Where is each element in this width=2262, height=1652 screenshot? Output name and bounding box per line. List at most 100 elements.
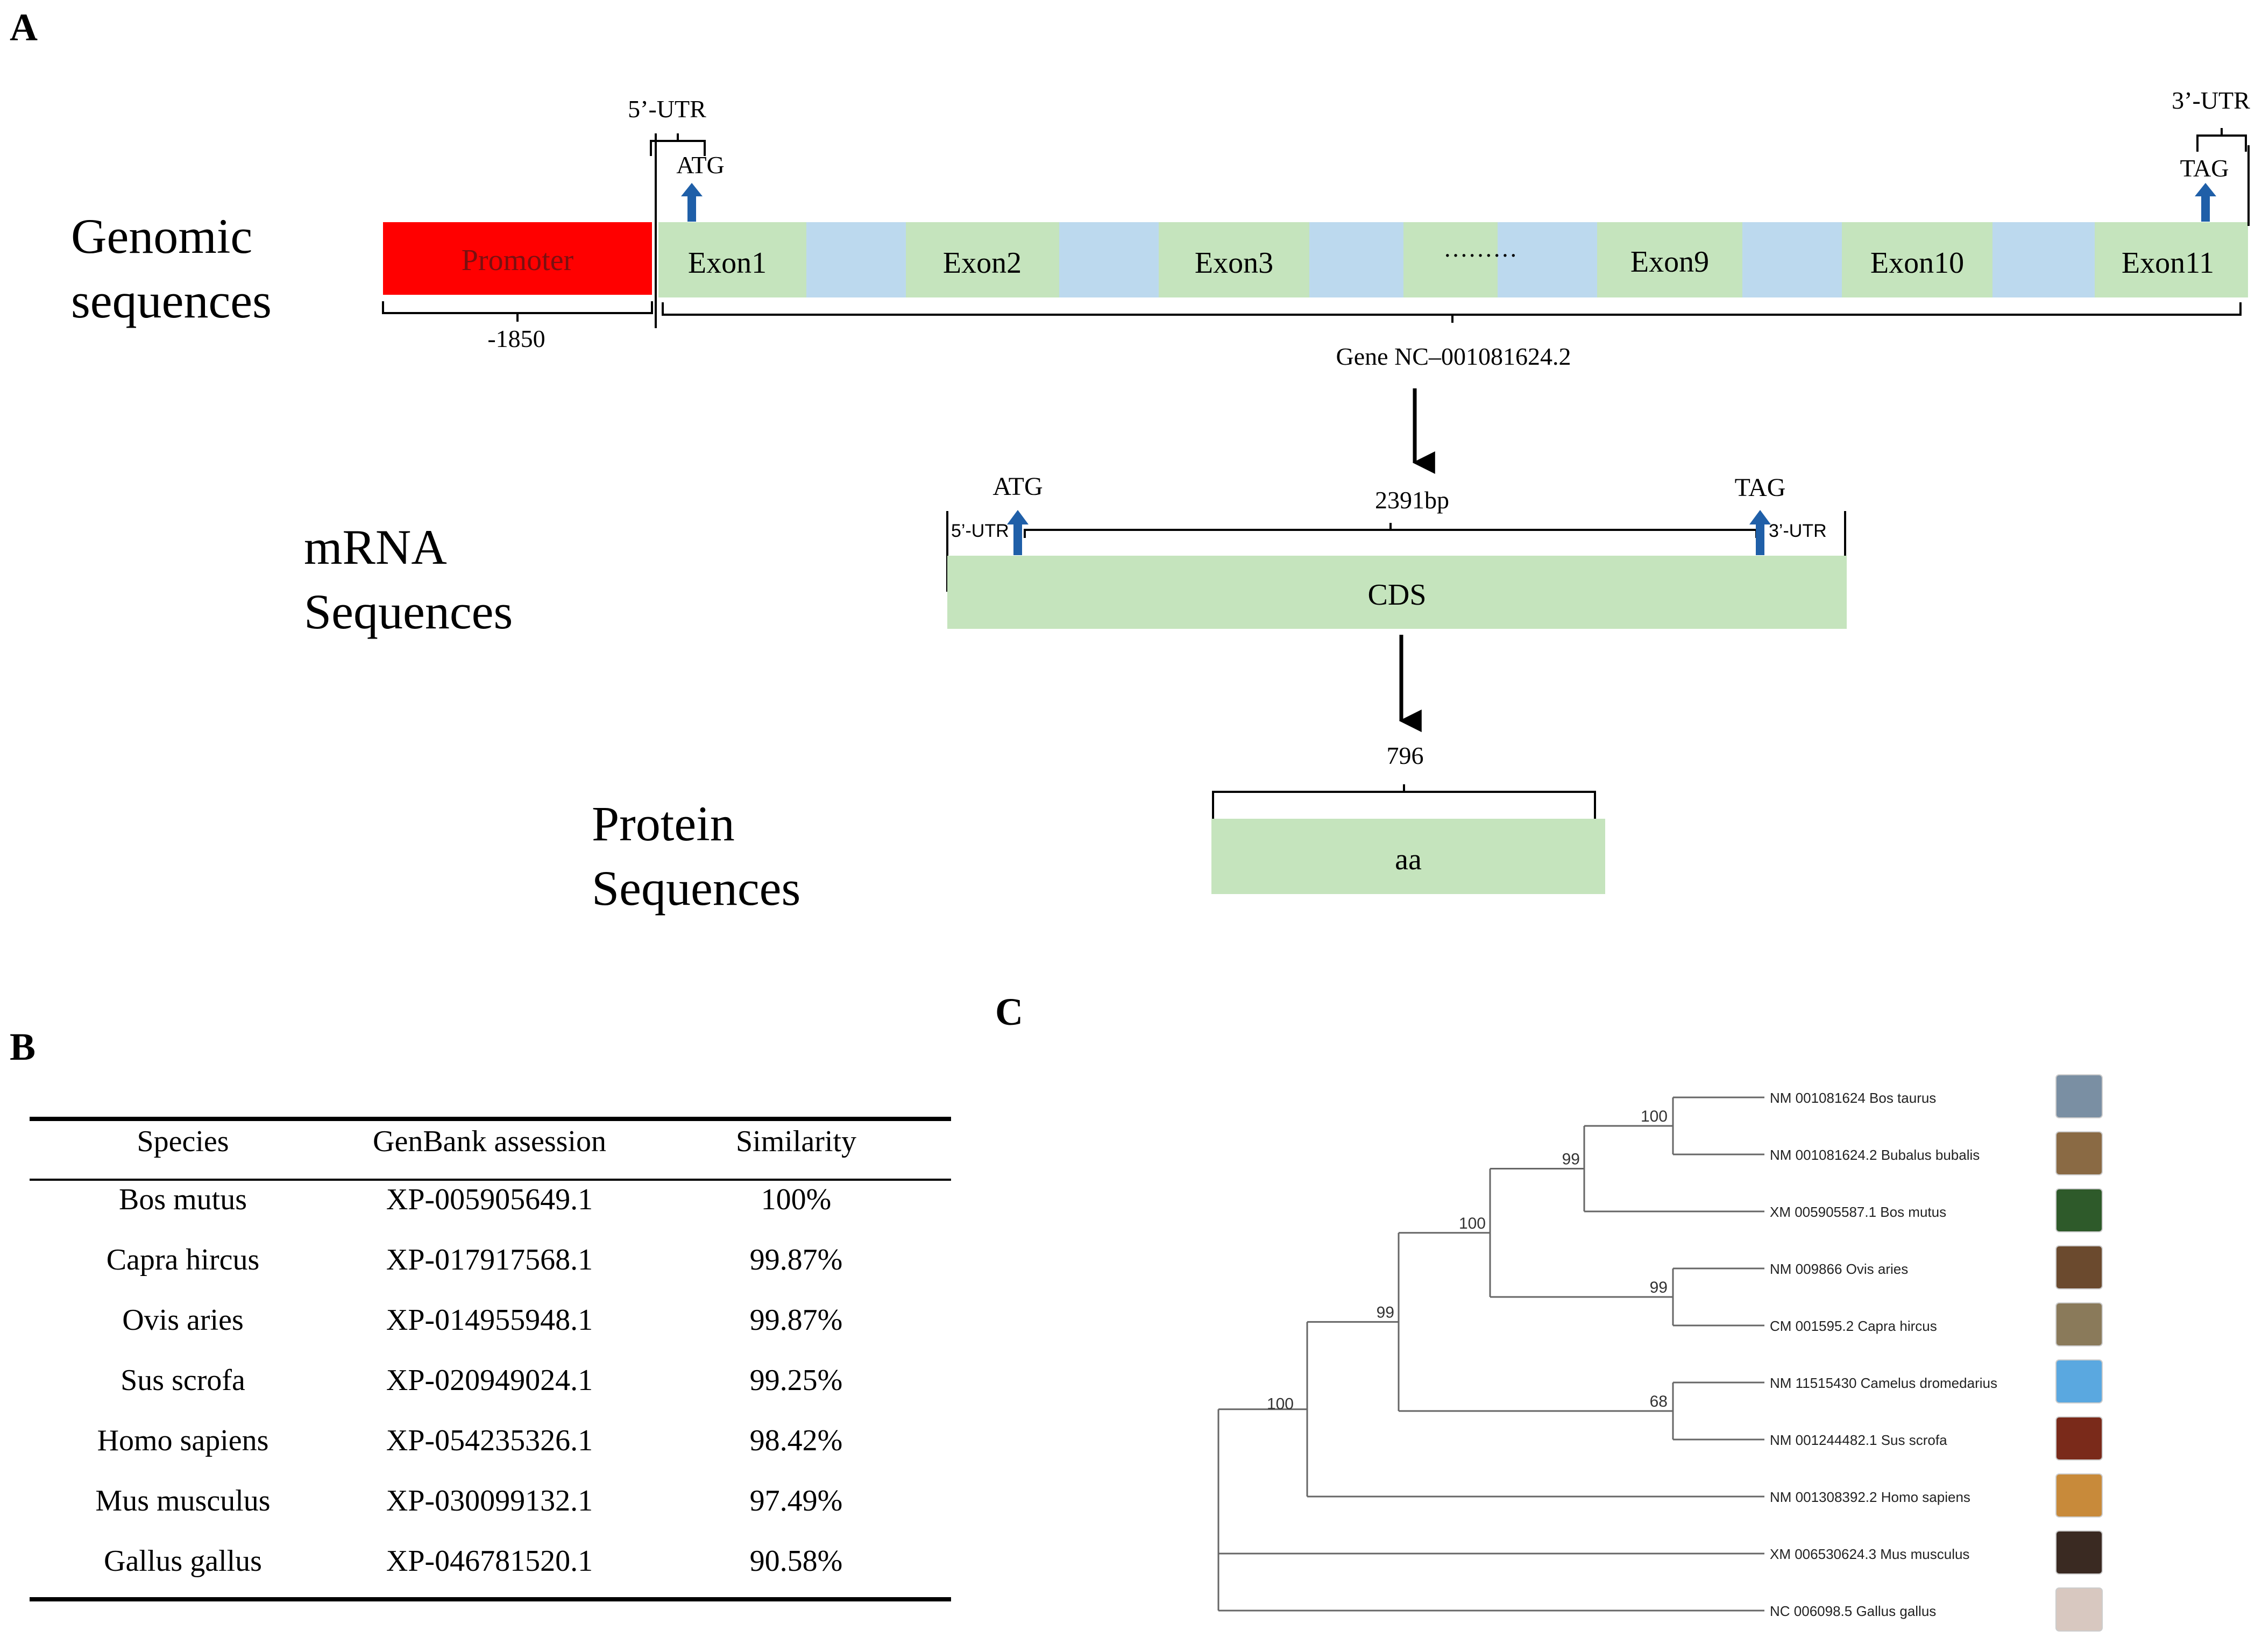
table-row: Mus musculus XP-030099132.1 97.49%: [95, 1484, 842, 1518]
table-cell: XP-005905649.1: [386, 1183, 593, 1216]
table-cell: Bos mutus: [119, 1183, 247, 1216]
taxon-label: NM 001081624 Bos taurus: [1770, 1090, 1936, 1106]
genomic-utr5-label: 5’-UTR: [628, 95, 706, 123]
species-thumbnail: [2055, 1074, 2103, 1118]
species-thumbnail: [2055, 1359, 2103, 1403]
mrna-stop-codon: TAG: [1735, 473, 1786, 502]
table-header-species: Species: [137, 1125, 229, 1158]
exon-block: [2095, 222, 2248, 297]
taxon-label: NM 009866 Ovis aries: [1770, 1261, 1908, 1277]
table-cell: 99.87%: [750, 1243, 843, 1277]
taxon-label: NM 11515430 Camelus dromedarius: [1770, 1375, 1997, 1391]
genomic-title-line1: Genomic: [71, 209, 252, 264]
table-row: Gallus gallus XP-046781520.1 90.58%: [104, 1544, 842, 1578]
genomic-title-line2: sequences: [71, 273, 272, 328]
panel-a-label: A: [10, 6, 38, 49]
bootstrap-value: 99: [1377, 1303, 1394, 1321]
exon-label: Exon3: [1195, 246, 1273, 280]
mrna-utr5-label: 5’-UTR: [951, 521, 1009, 541]
mrna-stop-arrow: [1749, 510, 1771, 555]
species-thumbnail: [2055, 1587, 2103, 1632]
intron-block: [1309, 222, 1403, 297]
exon-label: Exon9: [1630, 245, 1709, 279]
bootstrap-value: 68: [1650, 1393, 1668, 1410]
table-cell: Gallus gallus: [104, 1544, 262, 1578]
table-cell: 90.58%: [750, 1544, 843, 1578]
table-row: Bos mutus XP-005905649.1 100%: [119, 1183, 831, 1216]
species-thumbnail: [2055, 1302, 2103, 1346]
panel-b: B Species GenBank assession Similarity B…: [10, 1025, 951, 1601]
protein-title-line2: Sequences: [592, 861, 800, 916]
phylogenetic-tree: 100 99 100 99 68 99 100 NM 001081624 Bos taurus…: [1217, 1074, 2103, 1632]
intron-block: [1742, 222, 1842, 297]
bootstrap-value: 99: [1562, 1151, 1580, 1168]
taxon-label: XM 006530624.3 Mus musculus: [1770, 1546, 1969, 1562]
promoter-length: -1850: [487, 325, 545, 352]
taxon-label: XM 005905587.1 Bos mutus: [1770, 1204, 1946, 1220]
table-cell: 99.87%: [750, 1303, 843, 1337]
table-cell: Capra hircus: [107, 1243, 260, 1277]
promoter-label: Promoter: [462, 244, 574, 277]
species-thumbnail: [2055, 1530, 2103, 1575]
panel-b-label: B: [10, 1025, 36, 1068]
bootstrap-value: 100: [1267, 1395, 1294, 1413]
intron-block: [1992, 222, 2095, 297]
exon-label: Exon11: [2122, 246, 2214, 280]
table-cell: 98.42%: [750, 1424, 843, 1457]
taxon-label: NM 001308392.2 Homo sapiens: [1770, 1489, 1970, 1505]
promoter-block: [383, 222, 652, 295]
exon-block: [1842, 222, 1992, 297]
protein-label: aa: [1395, 843, 1422, 876]
genomic-stop-codon: TAG: [2180, 154, 2229, 182]
protein-length: 796: [1387, 742, 1424, 769]
panel-c-label: C: [995, 990, 1023, 1033]
bootstrap-value: 100: [1459, 1215, 1486, 1232]
cds-block: [947, 556, 1847, 629]
species-thumbnail: [2055, 1245, 2103, 1289]
taxon-label: NC 006098.5 Gallus gallus: [1770, 1603, 1936, 1619]
mrna-start-arrow: [1007, 510, 1029, 555]
intron-block: [806, 222, 906, 297]
mrna-title-line2: Sequences: [304, 584, 513, 639]
table-cell: XP-030099132.1: [386, 1484, 593, 1518]
cds-label: CDS: [1368, 578, 1427, 612]
protein-block: [1211, 819, 1605, 894]
bootstrap-value: 100: [1641, 1108, 1668, 1125]
bootstrap-value: 99: [1650, 1279, 1668, 1296]
gene-id: Gene NC–001081624.2: [1336, 343, 1571, 370]
table-cell: Mus musculus: [95, 1484, 270, 1518]
table-cell: XP-017917568.1: [386, 1243, 593, 1277]
panel-a: A Genomic sequences Promoter -1850: [10, 6, 2250, 916]
exon-ellipsis: ·········: [1443, 242, 1518, 269]
table-cell: 100%: [761, 1183, 832, 1216]
stop-codon-arrow: [2195, 183, 2216, 222]
genomic-track: Exon1 Exon2 Exon3 ········· Exon9 Exon10…: [658, 222, 2248, 297]
table-cell: Sus scrofa: [120, 1364, 245, 1397]
table-cell: 99.25%: [750, 1364, 843, 1397]
cds-bracket: [1024, 529, 1757, 538]
exon-label: Exon2: [943, 246, 1022, 280]
exon-block: [1403, 222, 1498, 297]
table-cell: XP-054235326.1: [386, 1424, 593, 1457]
table-row: Capra hircus XP-017917568.1 99.87%: [107, 1243, 843, 1277]
exon-block: [1597, 222, 1742, 297]
table-cell: 97.49%: [750, 1484, 843, 1518]
species-thumbnail: [2055, 1188, 2103, 1232]
table-cell: XP-046781520.1: [386, 1544, 593, 1578]
protein-bracket: [1212, 791, 1596, 822]
intron-block: [1498, 222, 1597, 297]
species-thumbnail: [2055, 1473, 2103, 1518]
genomic-start-codon: ATG: [676, 151, 724, 179]
taxon-label: NM 001244482.1 Sus scrofa: [1770, 1432, 1947, 1448]
panel-c: C 100 99 100 99 68 99 100 NM 001081624 Bos taur…: [995, 990, 2103, 1632]
protein-title-line1: Protein: [592, 796, 735, 851]
taxon-label: NM 001081624.2 Bubalus bubalis: [1770, 1147, 1980, 1163]
exon-label: Exon1: [688, 246, 767, 280]
exon-block: [906, 222, 1059, 297]
exon-label: Exon10: [1870, 246, 1964, 280]
exon-block: [1159, 222, 1309, 297]
